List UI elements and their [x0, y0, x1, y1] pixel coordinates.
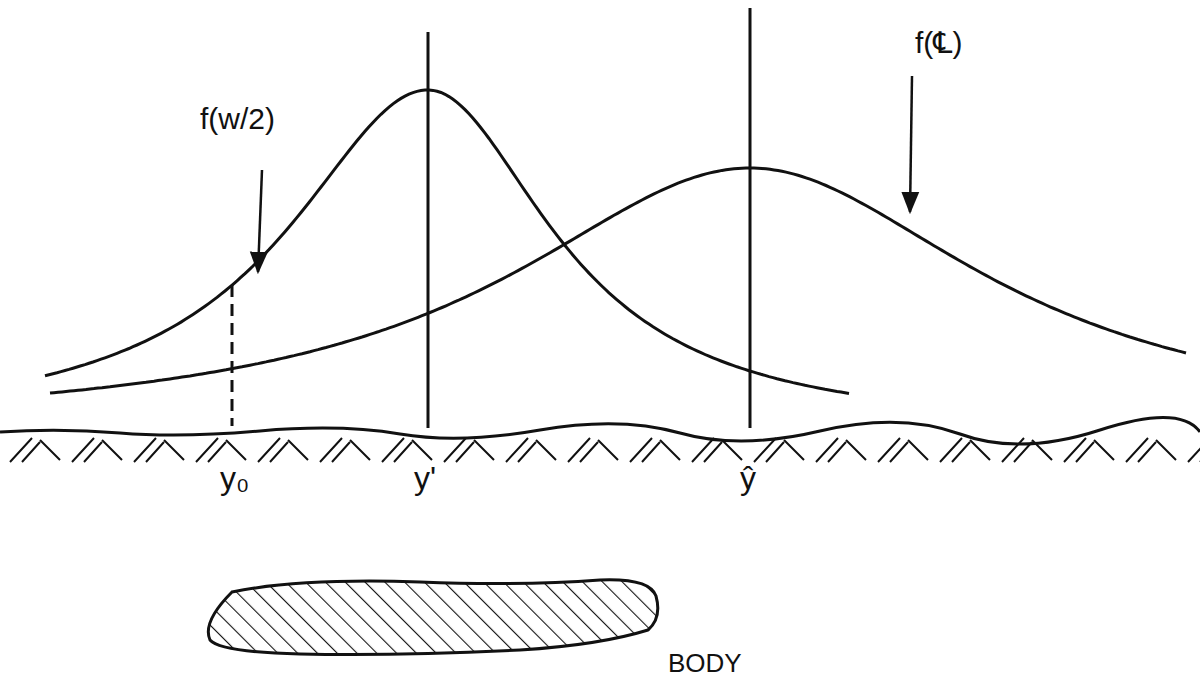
body-label: BODY [668, 650, 742, 676]
ground-hatch [10, 438, 1200, 462]
position-label: y₀ [220, 462, 249, 494]
leader-arrow [258, 170, 262, 272]
position-label: ŷ [740, 462, 756, 494]
peak-line [427, 32, 430, 428]
peak-line [749, 8, 752, 428]
anomaly-curve [50, 168, 1186, 393]
curve-label: f(℄) [915, 28, 963, 58]
ground-hatch [10, 438, 1200, 462]
anomaly-curve [45, 90, 849, 394]
leader-arrow [910, 76, 912, 212]
position-label: y' [414, 462, 436, 494]
dashed-line [231, 285, 234, 426]
curve-label: f(w/2) [200, 104, 275, 134]
buried-body [208, 580, 657, 655]
ground-surface [0, 417, 1200, 444]
